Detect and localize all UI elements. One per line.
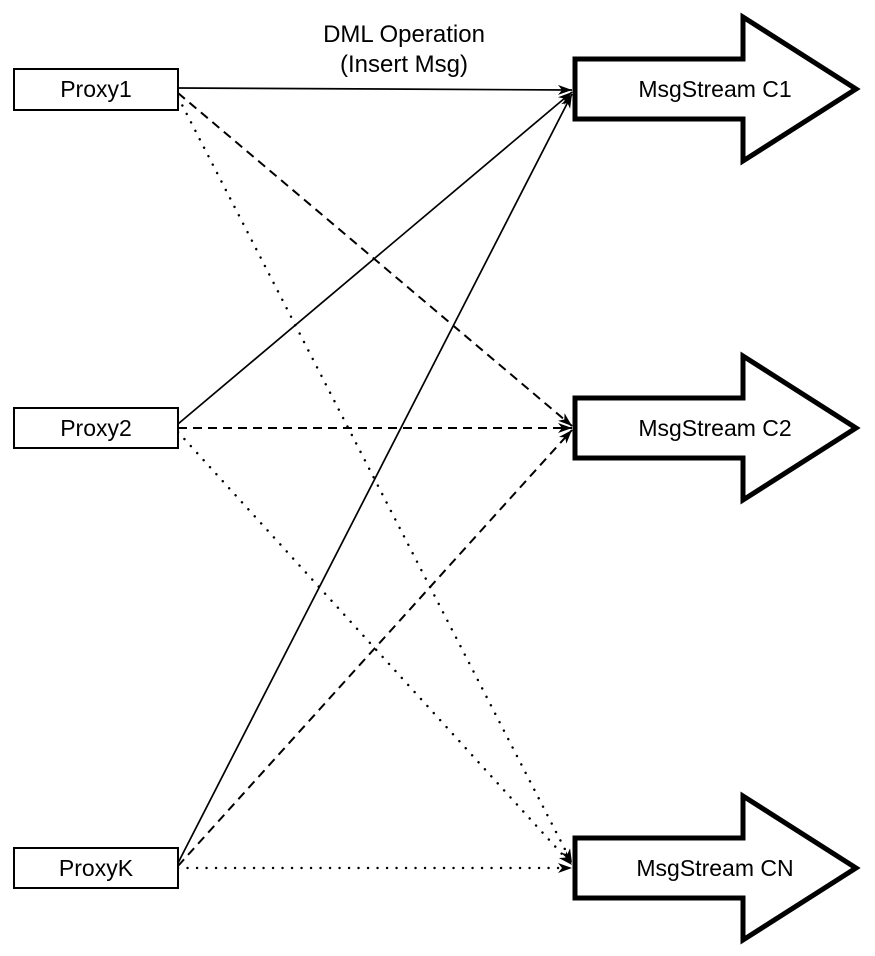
msgstream-cn-arrow-shape <box>572 791 861 945</box>
connector-proxyk-msgstream-c1 <box>177 93 573 864</box>
title-line-2: (Insert Msg) <box>339 51 468 78</box>
proxy2-box <box>13 407 179 449</box>
msgstream-cn-label: MsgStream CN <box>636 855 794 881</box>
msgstream-c1-label: MsgStream C1 <box>638 76 792 102</box>
connector-proxy2-msgstream-c1 <box>177 91 573 425</box>
title-line-1: DML Operation <box>323 21 485 48</box>
msgstream-c2-label: MsgStream C2 <box>638 415 792 441</box>
connector-proxy1-msgstream-cn <box>176 95 574 865</box>
connector-proxy1-msgstream-c2 <box>177 92 573 427</box>
msgstream-c1-arrow-shape <box>572 12 861 166</box>
proxyk-box <box>13 847 179 889</box>
proxy1-label: Proxy1 <box>60 76 132 102</box>
proxyk-label: ProxyK <box>58 855 134 881</box>
connector-proxyk-msgstream-c2 <box>177 429 573 867</box>
proxy2-label: Proxy2 <box>60 415 132 441</box>
diagram-title: DML Operation (Insert Msg) <box>244 20 564 80</box>
msgstream-c2-arrow-shape <box>572 351 861 505</box>
proxy1-box <box>13 68 179 111</box>
connector-proxy1-msgstream-c1 <box>177 84 573 95</box>
